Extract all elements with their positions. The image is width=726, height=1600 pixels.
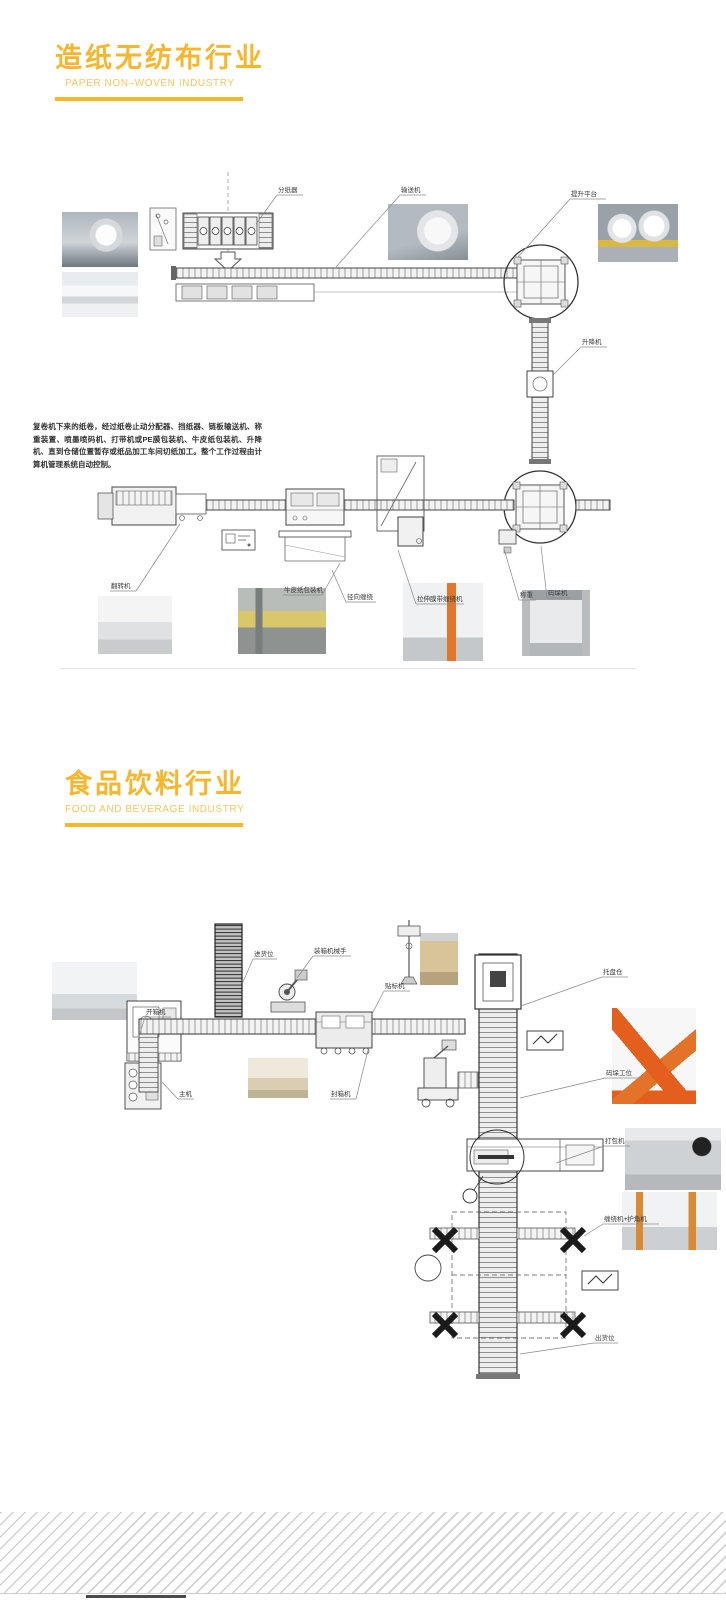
label-palletizer: 码垛机 [548,588,568,597]
photo-workshop-machine [238,588,326,654]
photo-machine-hall [62,272,138,317]
photo-wrapper-corner-machine [622,1192,717,1250]
down-arrow-icon [213,251,243,272]
strapper-drawing [462,1129,604,1204]
section1-title: 造纸无纺布行业 [55,43,265,73]
kraft-wrap-machine [278,488,352,562]
photo-taping-machine [248,1058,308,1098]
label-erector: 开箱机 [146,1007,166,1016]
label-stretch: 拉伸膜带缠绕机 [417,594,463,603]
diagram1-labels: 分纸器 输送机 提升平台 升降机 翻转机 牛皮纸包装机 径向缠绕 拉伸膜带缠绕机… [110,185,607,605]
diagram-food-line: 进货位 装箱机械手 开箱机 贴标机 主机 封箱机 托盘仓 码垛工位 打包机 缠绕… [124,920,659,1379]
label-pallet-store: 托盘仓 [603,967,623,976]
small-side-machine [149,207,177,251]
section-symbol-2 [581,1270,619,1291]
photo-roll-conveyor [62,212,138,267]
section2-underline [65,823,243,827]
label-robot: 装箱机械手 [314,946,347,955]
section1-subtitle: PAPER NON–WOVEN INDUSTRY [65,78,235,89]
label-palletize: 码垛工位 [606,1068,633,1077]
roll-distributor [182,212,274,250]
label-labeler: 贴标机 [385,981,405,990]
label-weigh: 称重 [520,590,534,599]
diagram2-labels: 进货位 装箱机械手 开箱机 贴标机 主机 封箱机 托盘仓 码垛工位 打包机 缠绕… [137,946,659,1355]
section1-header: 造纸无纺布行业 PAPER NON–WOVEN INDUSTRY [55,36,265,101]
weigh-station [498,529,517,554]
section2-title: 食品饮料行业 [65,769,245,799]
label-lift: 升降机 [582,337,602,346]
label-conveyor: 输送机 [401,185,421,194]
photo-case-packer [52,962,137,1020]
photo-paper-roll-closeup [388,204,468,260]
photo-strapping-machine [625,1128,721,1190]
photo-carton-stand [420,933,458,985]
label-turner: 翻转机 [111,581,131,590]
main-horizontal-conveyor [138,1018,466,1035]
label-kraft: 牛皮纸包装机 [284,585,324,594]
pallet-store-box [474,954,522,1010]
section1-underline [55,97,243,101]
section-symbol-1 [526,1030,564,1051]
label-outfeed: 出货位 [595,1333,615,1342]
photo-frame-machine [522,590,590,656]
vertical-conveyor [526,318,554,464]
photo-stretch-wrapper [403,583,483,661]
conveyor-end-cap [476,1374,520,1379]
label-feeder: 主机 [179,1089,193,1098]
turntable-1 [503,244,579,320]
label-platform: 提升平台 [571,189,597,198]
section2-subtitle: FOOD AND BEVERAGE INDUSTRY [65,804,245,815]
photo-turning-table [98,596,172,654]
bottom-stripe-band [0,1512,726,1594]
transfer-machine [417,1039,479,1108]
label-sealer: 封箱机 [331,1089,351,1098]
section2-header: 食品饮料行业 FOOD AND BEVERAGE INDUSTRY [65,762,245,827]
infeed-buffer-conveyor [214,923,243,1018]
section1-description: 复卷机下来的纸卷，经过纸卷止动分配器、挡纸器、链板输送机、称重装置、喷墨喷码机、… [33,422,262,469]
infeed-conveyor [171,266,524,302]
case-sealer-machine [315,1011,373,1055]
photo-rolls-on-floor [598,204,678,262]
radial-wrapper-machine [376,455,425,547]
bottom-edge-line [86,1595,186,1598]
label-infeed: 进货位 [254,949,274,958]
label-wrapper: 缠绕机+护角机 [604,1214,647,1223]
turner-machine [97,486,207,526]
left-down-conveyor [138,1033,159,1093]
diagram-paper-line: 分纸器 输送机 提升平台 升降机 翻转机 牛皮纸包装机 径向缠绕 拉伸膜带缠绕机… [97,172,611,605]
labeler-stand [397,920,421,985]
section-divider [60,668,636,669]
control-panel [221,529,256,551]
wrap-corner-area [414,1211,587,1339]
case-packing-robot-drawing [270,969,308,1013]
label-radial: 径向缠绕 [347,592,374,601]
label-separator: 分纸器 [278,185,298,194]
label-strapper: 打包机 [605,1136,625,1145]
photo-palletizing-robot [612,1008,696,1104]
